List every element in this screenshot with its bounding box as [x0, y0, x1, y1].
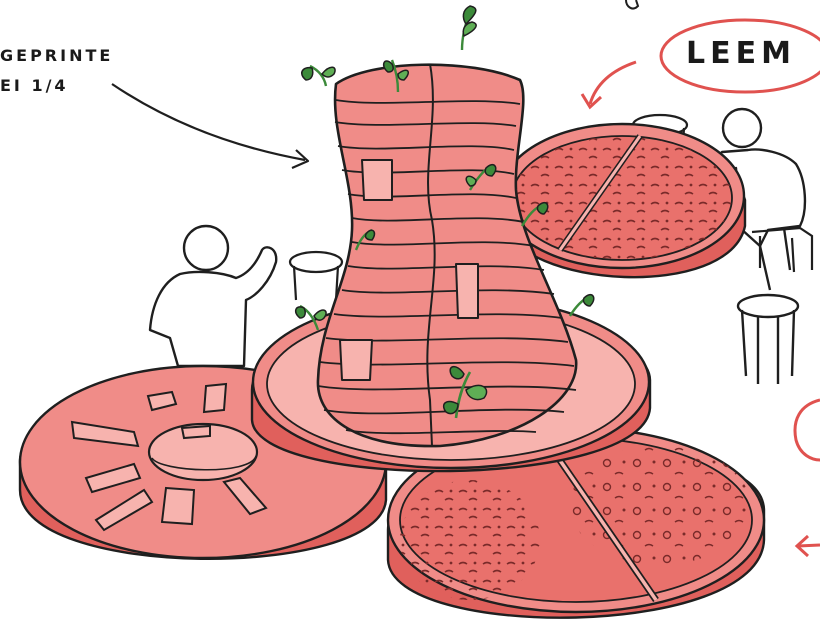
sprout-icon [462, 6, 476, 50]
caption-line-1: GEPRINTE [0, 46, 113, 65]
sprout-icon [302, 66, 335, 86]
stool-icon [290, 252, 342, 300]
top-right-pan [500, 124, 745, 277]
person-icon [150, 226, 276, 366]
caption-line-2: EI 1/4 [0, 76, 69, 95]
leem-badge-label: LEEM [686, 36, 796, 71]
sketch-mark-top [626, 0, 638, 8]
red-arrow-bottom [798, 545, 820, 546]
sprout-icon [570, 295, 594, 316]
pointer-arrow [112, 84, 305, 160]
stool-icon [738, 295, 798, 384]
red-oval-partial [795, 400, 820, 460]
red-arrow-top [590, 62, 636, 104]
